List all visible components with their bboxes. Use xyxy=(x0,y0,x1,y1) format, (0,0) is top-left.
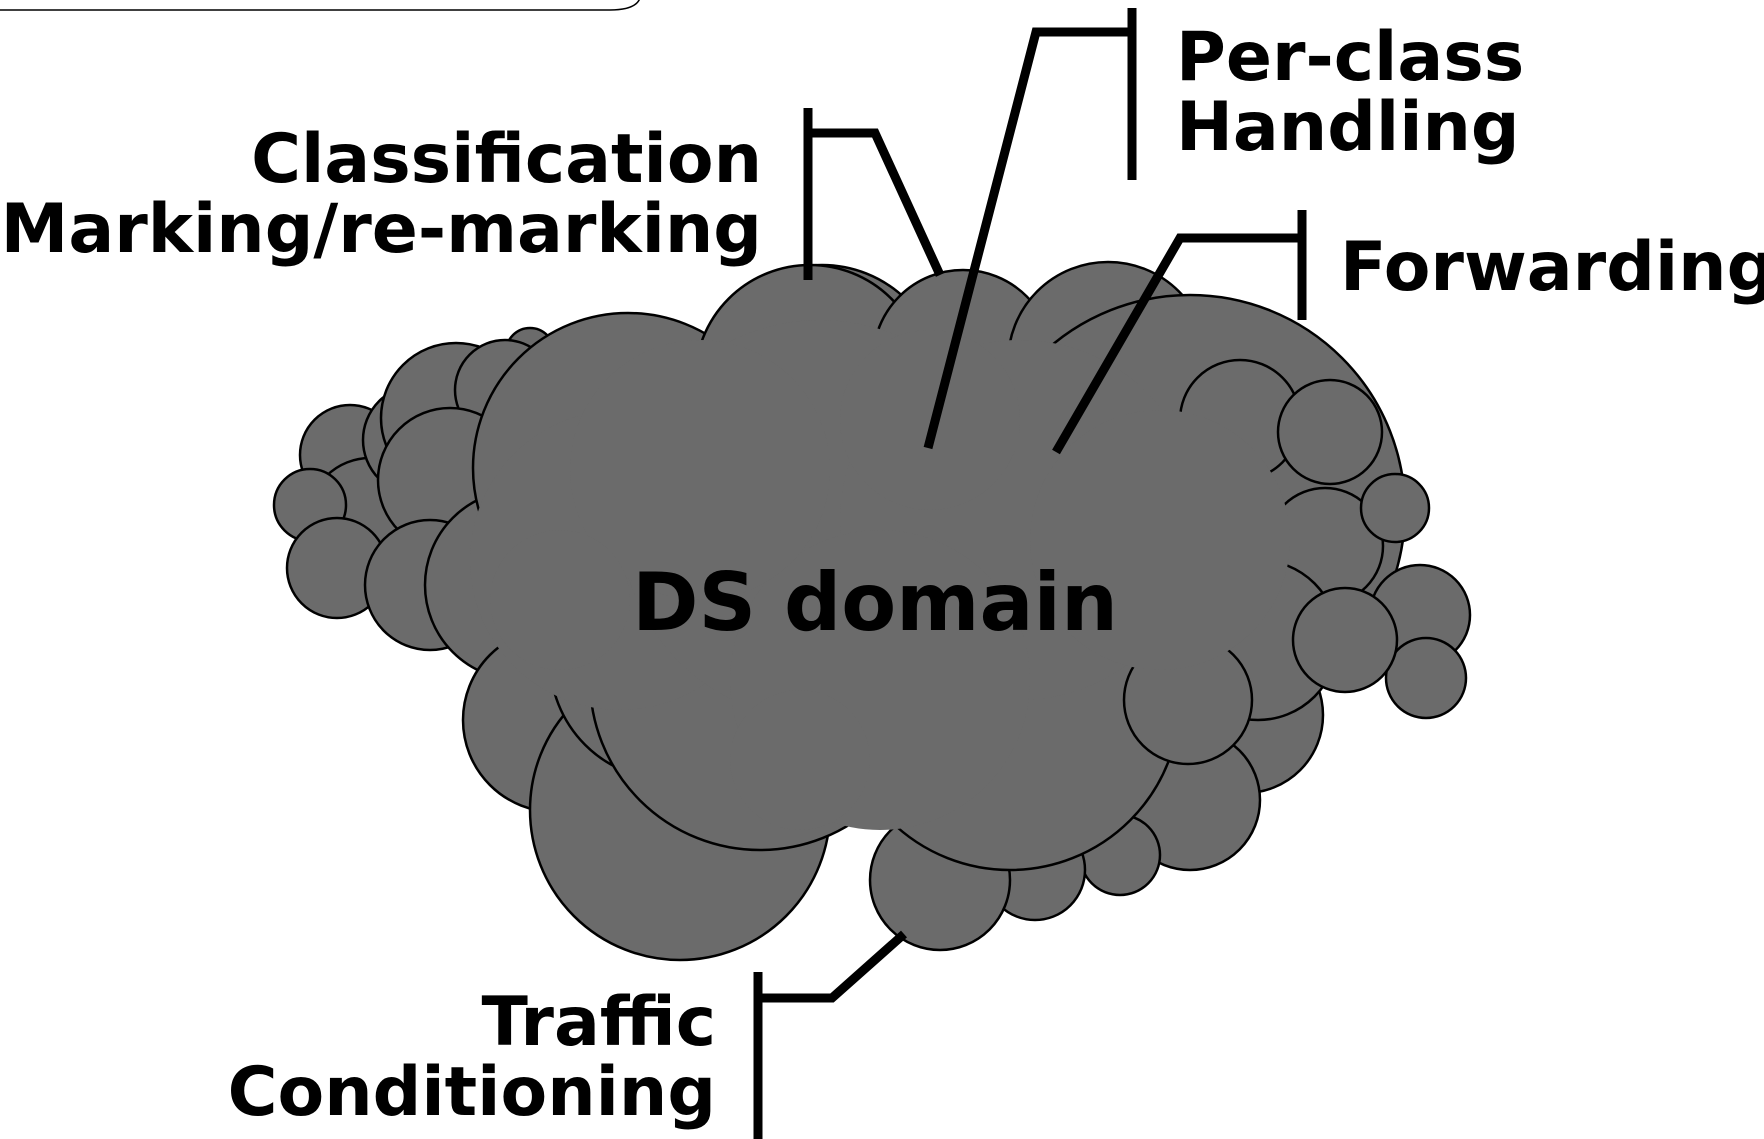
top-left-frame xyxy=(0,0,640,11)
cloud-bubble xyxy=(1291,586,1399,694)
cloud-core xyxy=(490,530,630,670)
ds-domain-label: DS domain xyxy=(632,556,1118,649)
cloud-core xyxy=(840,330,1020,510)
conditioning-label: Conditioning xyxy=(228,1053,716,1132)
cloud-core xyxy=(730,690,870,830)
traffic-callout-line xyxy=(758,930,907,1003)
cloud-core xyxy=(570,340,830,600)
cloud-bubble xyxy=(1359,472,1431,544)
marking-label: Marking/re-marking xyxy=(1,190,762,269)
forwarding-callout-line xyxy=(1052,233,1302,455)
classification-label: Classification xyxy=(251,120,762,199)
cloud-bubble xyxy=(1276,378,1384,486)
classification-callout-line xyxy=(808,128,945,277)
per-class-label: Per-class xyxy=(1176,18,1524,97)
forwarding-label: Forwarding xyxy=(1340,228,1764,307)
cloud-core xyxy=(1030,410,1290,670)
handling-label: Handling xyxy=(1176,88,1520,167)
per-class-callout-line xyxy=(923,27,1132,450)
cloud-bubble xyxy=(1384,636,1468,720)
traffic-label: Traffic xyxy=(482,983,716,1062)
